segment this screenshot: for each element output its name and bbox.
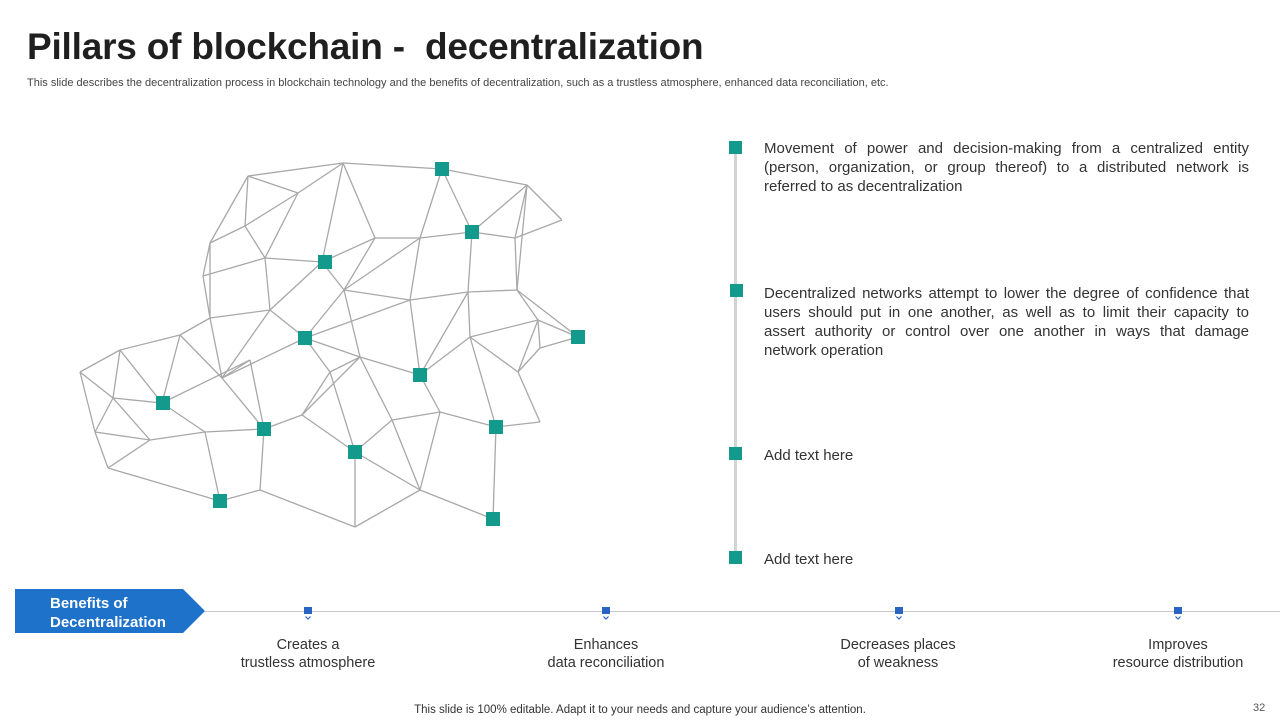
network-node (435, 162, 449, 176)
chevron-down-icon (895, 607, 903, 620)
network-node (156, 396, 170, 410)
network-node (348, 445, 362, 459)
network-node (298, 331, 312, 345)
network-node (257, 422, 271, 436)
network-node (486, 512, 500, 526)
benefit-item: Enhances data reconciliation (547, 637, 665, 671)
point-text: Decentralized networks attempt to lower … (764, 285, 1249, 359)
slide-title: Pillars of blockchain - decentralization (27, 26, 704, 67)
slide-subtitle: This slide describes the decentralizatio… (27, 77, 889, 89)
benefits-banner: Benefits of Decentralization (15, 589, 205, 633)
point-bullet (729, 447, 742, 460)
banner-arrow-shape (15, 589, 205, 633)
network-node (465, 225, 479, 239)
network-node (213, 494, 227, 508)
timeline-line (734, 148, 737, 560)
chevron-down-icon (602, 607, 610, 620)
point-bullet (729, 551, 742, 564)
point-text: Movement of power and decision-making fr… (764, 140, 1249, 195)
benefit-item: Decreases places of weakness (840, 637, 956, 671)
chevron-down-icon (1174, 607, 1182, 620)
benefit-item: Creates a trustless atmosphere (240, 637, 376, 671)
network-node (571, 330, 585, 344)
point-bullet (730, 284, 743, 297)
benefits-axis-line (205, 611, 1280, 612)
point-text: Add text here (764, 551, 854, 568)
point-text: Add text here (764, 447, 854, 464)
chevron-down-icon (304, 607, 312, 620)
benefits-label: Benefits of Decentralization (50, 595, 166, 631)
benefit-item: Improves resource distribution (1112, 637, 1244, 671)
slide-footer: This slide is 100% editable. Adapt it to… (414, 704, 866, 716)
network-node (489, 420, 503, 434)
network-node (318, 255, 332, 269)
network-node (413, 368, 427, 382)
page-number: 32 (1253, 702, 1266, 714)
point-bullet (729, 141, 742, 154)
